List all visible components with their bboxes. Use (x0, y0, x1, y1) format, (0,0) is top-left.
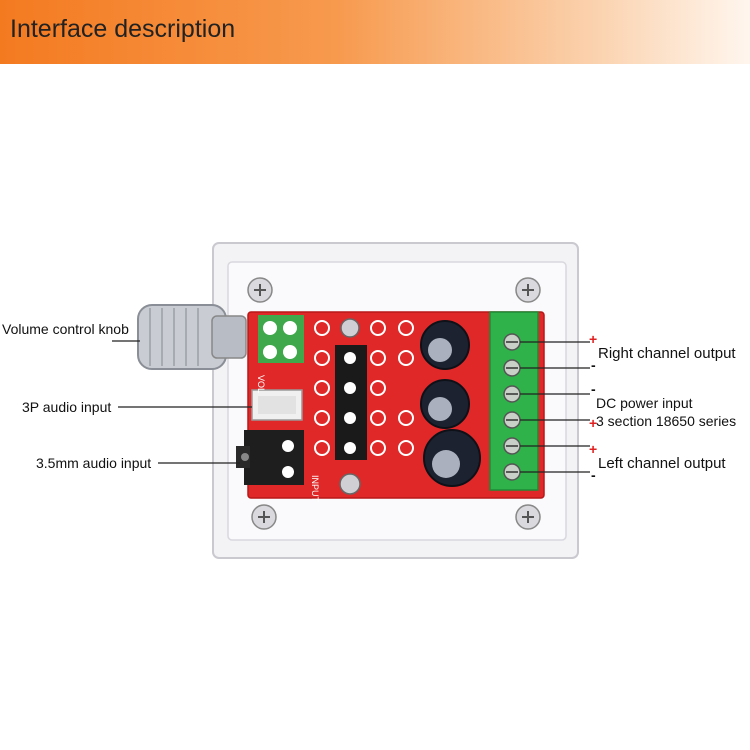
input-silkscreen: INPUT (310, 475, 320, 503)
left-plus-sign: + (589, 441, 598, 457)
volume-knob-label: Volume control knob (2, 321, 129, 337)
dc-plus-sign: + (589, 415, 598, 431)
left-minus-sign: - (591, 467, 596, 483)
audio-35mm-label: 3.5mm audio input (36, 455, 152, 471)
dc-power-label: DC power input (596, 395, 693, 411)
page-title: Interface description (10, 15, 236, 43)
dc-minus-sign: - (591, 381, 596, 397)
battery-series-label: 3 section 18650 series (596, 413, 737, 429)
header-banner: Interface description (0, 0, 750, 64)
left-channel-label: Left channel output (598, 455, 726, 472)
audio-3p-label: 3P audio input (22, 399, 112, 415)
right-channel-label: Right channel output (598, 345, 736, 362)
vol-silkscreen: VOL (256, 375, 266, 393)
right-plus-sign: + (589, 331, 598, 347)
right-minus-sign: - (591, 357, 596, 373)
